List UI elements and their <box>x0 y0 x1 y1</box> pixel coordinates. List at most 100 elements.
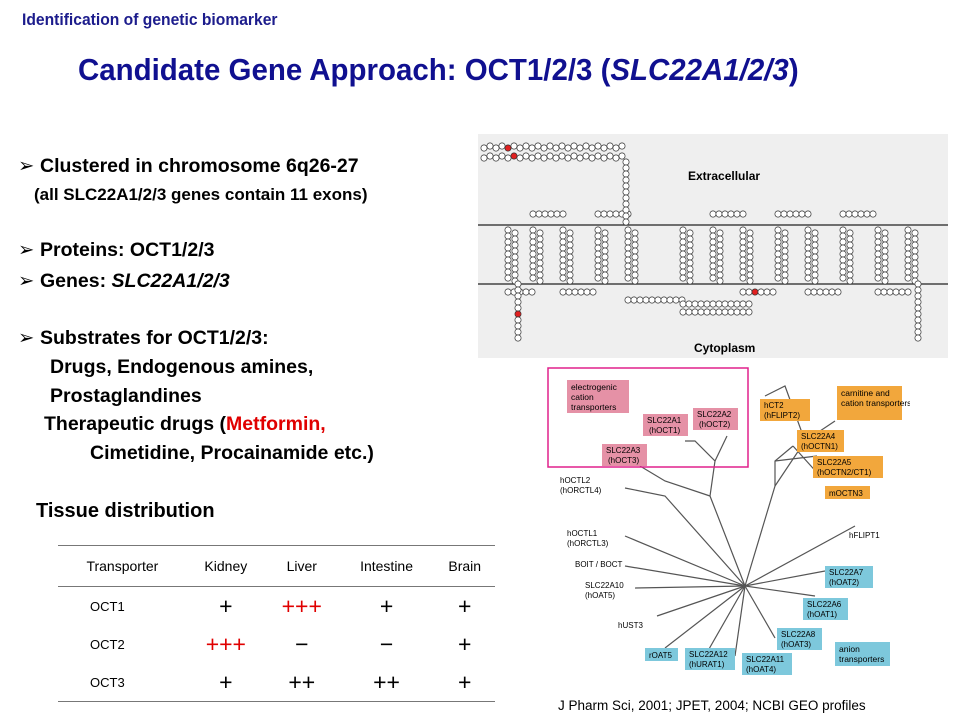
amino-acid-bead <box>739 274 747 282</box>
amino-acid-bead <box>904 232 912 240</box>
amino-acid-bead <box>504 250 512 258</box>
bullet-arrow-icon: ➢ <box>18 270 35 292</box>
amino-acid-bead <box>571 288 579 296</box>
amino-acid-bead <box>541 210 549 218</box>
bullet-chromosome-text: Clustered in chromosome 6q26-27 <box>40 155 359 177</box>
amino-acid-bead <box>558 152 566 160</box>
amino-acid-bead <box>781 271 789 279</box>
amino-acid-bead <box>914 286 922 294</box>
electrogenic-group-box <box>567 380 629 413</box>
amino-acid-bead <box>727 300 735 308</box>
slc22a11-name: SLC22A11 <box>746 655 785 664</box>
amino-acid-bead <box>727 308 735 316</box>
amino-acid-bead <box>529 226 537 234</box>
table-header-row: Transporter Kidney Liver Intestine Brain <box>58 545 495 587</box>
bullet-proteins: ➢Proteins: OCT1/2/3 <box>18 238 214 262</box>
amino-acid-bead <box>522 152 530 160</box>
cell-oct1-brain: + <box>458 592 472 619</box>
slc22a10-sub: (hOAT5) <box>585 591 615 600</box>
amino-acid-bead <box>703 300 711 308</box>
amino-acid-bead <box>839 274 847 282</box>
amino-acid-bead <box>745 308 753 316</box>
amino-acid-bead <box>911 271 919 279</box>
amino-acid-bead <box>679 274 687 282</box>
amino-acid-bead <box>601 253 609 261</box>
amino-acid-bead <box>739 210 747 218</box>
bullet-proteins-text: Proteins: OCT1/2/3 <box>40 239 215 261</box>
amino-acid-bead <box>622 194 630 202</box>
amino-acid-bead <box>536 259 544 267</box>
amino-acid-bead <box>721 300 729 308</box>
cell-oct2-intestine: − <box>379 630 394 657</box>
amino-acid-bead <box>874 288 882 296</box>
amino-acid-bead <box>774 226 782 234</box>
amino-acid-bead <box>839 262 847 270</box>
amino-acid-bead <box>529 250 537 258</box>
amino-acid-bead <box>739 250 747 258</box>
amino-acid-bead <box>511 241 519 249</box>
amino-acid-bead <box>576 154 584 162</box>
amino-acid-bead <box>780 210 788 218</box>
amino-acid-bead <box>566 235 574 243</box>
amino-acid-bead <box>529 232 537 240</box>
amino-acid-bead <box>709 250 717 258</box>
bullet-genes-italic: SLC22A1/2/3 <box>111 270 230 292</box>
amino-acid-bead <box>739 244 747 252</box>
slc22a4-box <box>797 430 844 452</box>
amino-acid-bead <box>679 226 687 234</box>
slc22a8-sub: (hOAT3) <box>781 640 811 649</box>
amino-acid-bead <box>739 308 747 316</box>
amino-acid-bead <box>622 188 630 196</box>
amino-acid-bead <box>636 296 644 304</box>
amino-acid-bead <box>492 154 500 162</box>
slc22a7-box <box>825 566 873 588</box>
cell-oct1-kidney: + <box>219 592 233 619</box>
col-header-kidney: Kidney <box>186 545 265 587</box>
amino-acid-bead <box>709 256 717 264</box>
amino-acid-bead <box>511 253 519 261</box>
substrates-line2: Prostaglandines <box>50 385 202 407</box>
amino-acid-bead <box>691 308 699 316</box>
amino-acid-bead <box>606 142 614 150</box>
amino-acid-bead <box>504 274 512 282</box>
amino-acid-bead <box>631 259 639 267</box>
amino-acid-bead <box>781 241 789 249</box>
amino-acid-bead <box>624 238 632 246</box>
therapeutic-line1: Therapeutic drugs (Metformin, <box>44 413 326 436</box>
amino-acid-bead <box>577 288 585 296</box>
amino-acid-bead <box>679 262 687 270</box>
slc22a3-box <box>602 444 647 466</box>
substrates-line1: Drugs, Endogenous amines, <box>50 356 314 378</box>
amino-acid-bead <box>559 226 567 234</box>
amino-acid-bead <box>686 265 694 273</box>
amino-acid-bead <box>631 271 639 279</box>
bullet-substrates-text: Substrates for OCT1/2/3: <box>40 327 269 349</box>
amino-acid-bead <box>846 247 854 255</box>
amino-acid-bead <box>904 288 912 296</box>
amino-acid-bead <box>504 268 512 276</box>
amino-acid-bead <box>516 154 524 162</box>
amino-acid-bead <box>839 232 847 240</box>
amino-acid-bead <box>911 259 919 267</box>
amino-acid-bead <box>553 210 561 218</box>
amino-acid-bead <box>536 253 544 261</box>
slc22a7-sub: (hOAT2) <box>829 578 859 587</box>
amino-acid-bead <box>914 334 922 342</box>
amino-acid-bead <box>660 296 668 304</box>
amino-acid-bead <box>504 238 512 246</box>
amino-acid-bead <box>746 277 754 285</box>
amino-acid-bead <box>594 210 602 218</box>
amino-acid-bead <box>559 244 567 252</box>
amino-acid-bead <box>886 288 894 296</box>
amino-acid-bead <box>846 235 854 243</box>
amino-acid-bead <box>601 259 609 267</box>
amino-acid-bead <box>559 288 567 296</box>
amino-acid-bead <box>739 226 747 234</box>
slc22a2-sub: (hOCT2) <box>699 420 730 429</box>
amino-acid-bead <box>839 268 847 276</box>
amino-acid-bead <box>529 244 537 252</box>
amino-acid-bead <box>874 274 882 282</box>
amino-acid-bead <box>757 288 765 296</box>
amino-acid-bead <box>834 288 842 296</box>
